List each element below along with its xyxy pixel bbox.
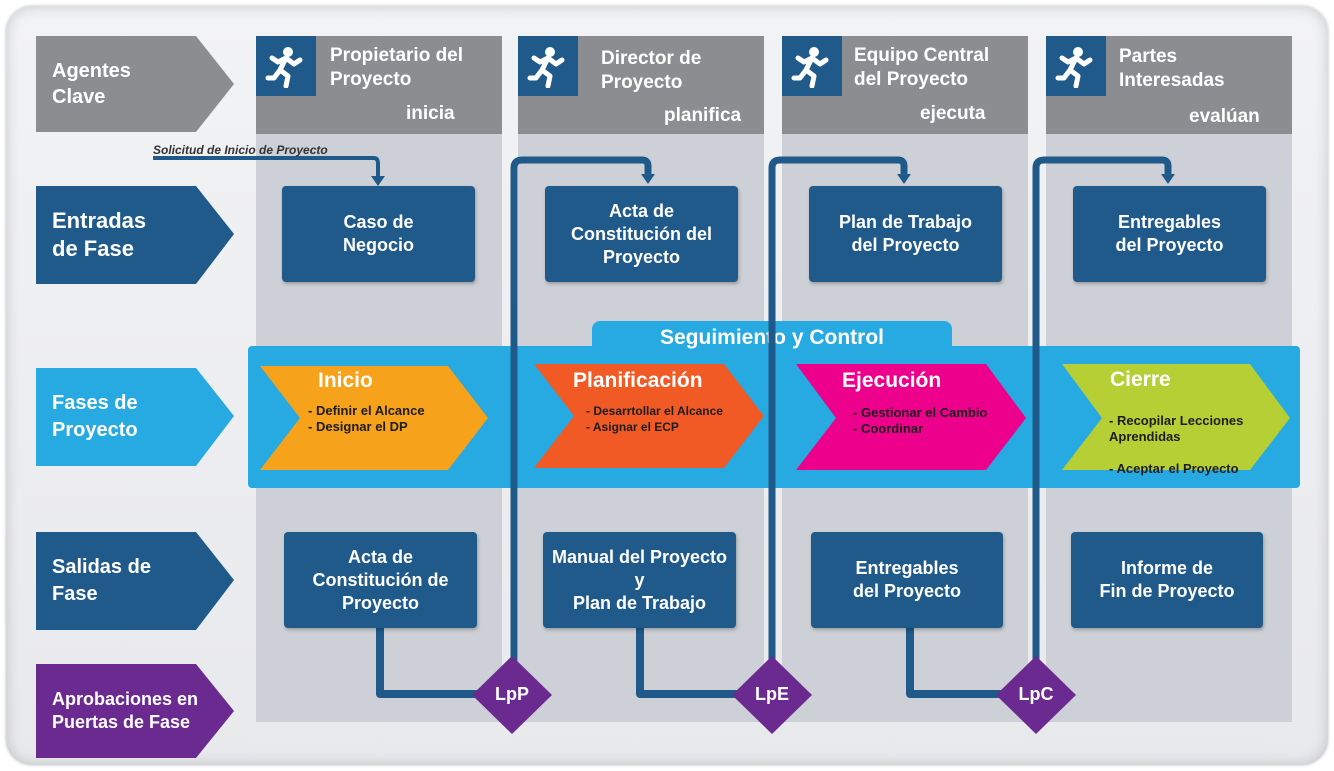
input-box-3: Plan de Trabajo del Proyecto bbox=[809, 186, 1002, 282]
row-label-inputs: Entradas de Fase bbox=[52, 208, 147, 261]
row-label-phases: Fases de Proyecto bbox=[52, 392, 138, 441]
phase-task: Definir el Alcance bbox=[308, 403, 425, 419]
agent-verb-2: planifica bbox=[664, 105, 742, 126]
arrowhead bbox=[897, 174, 911, 184]
gate-to-input-2 bbox=[768, 156, 908, 666]
arrowhead bbox=[641, 174, 655, 184]
agent-verb-3: ejecuta bbox=[920, 103, 986, 124]
phase-title-inicio: Inicio bbox=[318, 369, 373, 392]
row-shape-phases bbox=[36, 368, 234, 466]
agent-verb-4: evalúan bbox=[1189, 106, 1260, 127]
input-box-2: Acta de Constitución del Proyecto bbox=[545, 186, 738, 282]
output-to-gate-3 bbox=[906, 628, 1012, 698]
phase-task: Recopilar Lecciones Aprendidas bbox=[1109, 413, 1243, 445]
phase-task: Gestionar el Cambio bbox=[853, 405, 987, 421]
agent-verb-1: inicia bbox=[406, 103, 455, 124]
output-box-4: Informe de Fin de Proyecto bbox=[1071, 532, 1263, 628]
phase-task: Aceptar el Proyecto bbox=[1109, 461, 1243, 477]
phase-tasks-ejecucion: Gestionar el Cambio Coordinar bbox=[853, 405, 987, 437]
row-shape-approvals bbox=[36, 664, 234, 758]
agent-name-2: Director de Proyecto bbox=[601, 48, 702, 93]
initial-input-note: Solicitud de Inicio de Proyecto bbox=[153, 143, 328, 157]
arrowhead bbox=[1161, 174, 1175, 184]
running-person-icon bbox=[518, 36, 578, 96]
gate-label-1: LpP bbox=[495, 684, 529, 704]
input-box-1: Caso de Negocio bbox=[282, 186, 475, 282]
phase-title-ejecucion: Ejecución bbox=[842, 369, 942, 392]
row-label-outputs: Salidas de Fase bbox=[52, 556, 151, 605]
agent-name-1: Propietario del Proyecto bbox=[330, 45, 464, 90]
gate-label-3: LpC bbox=[1018, 684, 1054, 704]
gate-label-2: LpE bbox=[755, 684, 789, 704]
input-box-4: Entregables del Proyecto bbox=[1073, 186, 1266, 282]
phase-tasks-cierre: Recopilar Lecciones Aprendidas Aceptar e… bbox=[1109, 397, 1243, 493]
output-to-gate-1 bbox=[376, 628, 486, 698]
gate-diamond-2 bbox=[732, 656, 812, 734]
gate-to-input-3 bbox=[1032, 156, 1172, 666]
output-box-2: Manual del Proyecto y Plan de Trabajo bbox=[543, 532, 736, 628]
gate-diamond-3 bbox=[996, 656, 1076, 734]
output-box-1: Acta de Constitución de Proyecto bbox=[284, 532, 477, 628]
running-person-icon bbox=[1046, 36, 1106, 96]
phase-task: Coordinar bbox=[853, 421, 987, 437]
agent-name-3: Equipo Central del Proyecto bbox=[854, 45, 990, 90]
phase-title-planificacion: Planificación bbox=[573, 369, 703, 392]
initial-input-arrow bbox=[153, 156, 380, 178]
running-person-icon bbox=[782, 36, 842, 96]
phase-tasks-planificacion: Desarrtollar el Alcance Asignar el ECP bbox=[586, 403, 723, 435]
gate-diamond-1 bbox=[472, 656, 552, 734]
phase-task: Asignar el ECP bbox=[586, 419, 723, 435]
row-label-approvals: Aprobaciones en Puertas de Fase bbox=[52, 689, 199, 732]
row-shape-outputs bbox=[36, 532, 234, 630]
output-box-3: Entregables del Proyecto bbox=[811, 532, 1003, 628]
output-to-gate-2 bbox=[636, 628, 748, 698]
phase-tasks-inicio: Definir el Alcance Designar el DP bbox=[308, 403, 425, 435]
row-shape-inputs bbox=[36, 186, 234, 284]
running-person-icon bbox=[256, 36, 316, 96]
row-label-agents: Agentes Clave bbox=[52, 60, 131, 108]
phase-title-cierre: Cierre bbox=[1110, 368, 1171, 391]
agent-name-4: Partes Interesadas bbox=[1119, 46, 1225, 91]
gate-to-input-1 bbox=[510, 156, 652, 666]
phase-task: Designar el DP bbox=[308, 419, 425, 435]
phase-task: Desarrtollar el Alcance bbox=[586, 403, 723, 419]
row-shape-agents bbox=[36, 36, 234, 132]
arrowhead bbox=[371, 176, 385, 186]
